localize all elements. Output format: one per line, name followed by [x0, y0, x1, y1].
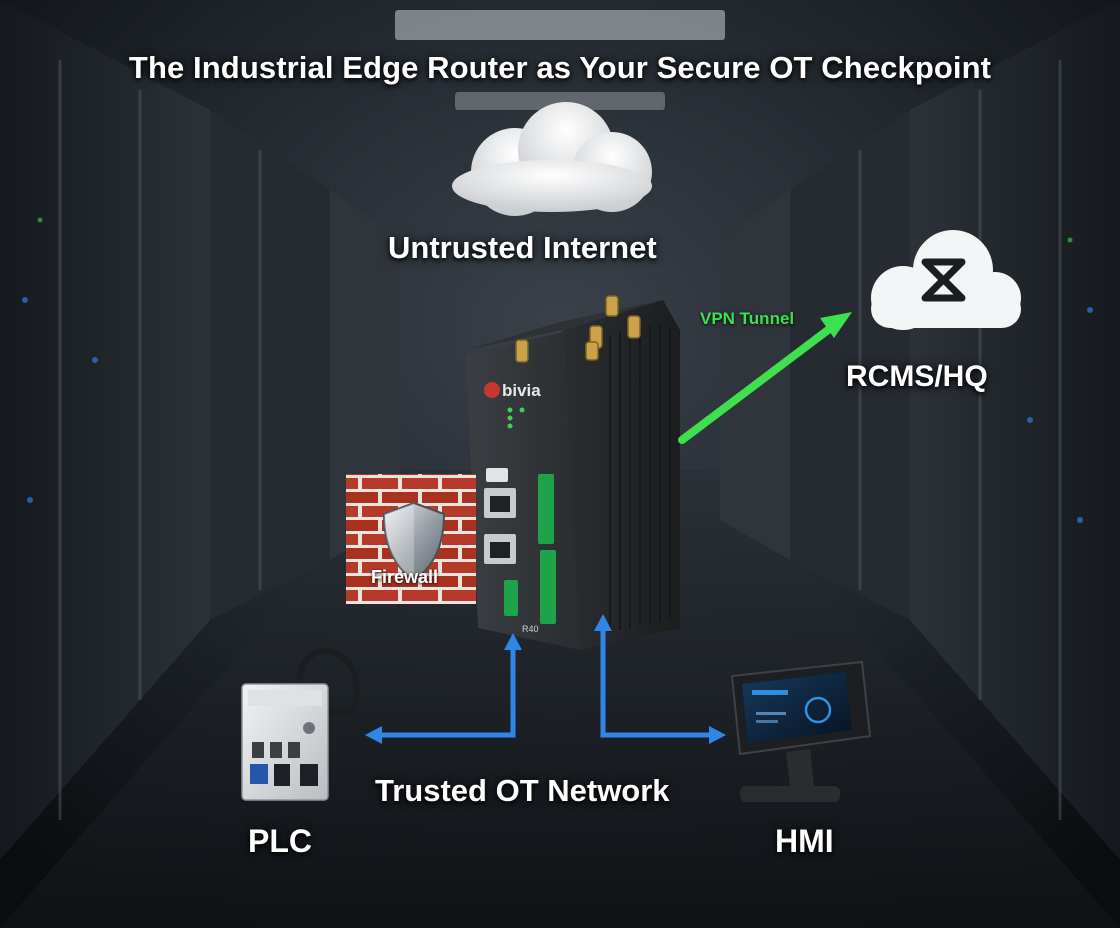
terminal-block-3 — [504, 580, 518, 616]
terminal-block-2 — [540, 550, 556, 624]
antenna-connectors — [515, 295, 641, 363]
hmi-label: HMI — [775, 823, 834, 859]
firewall-icon — [346, 474, 476, 604]
hq-label: RCMS/HQ — [846, 360, 988, 393]
hmi-device-icon — [730, 660, 872, 802]
page-title: The Industrial Edge Router as Your Secur… — [128, 50, 992, 85]
router-arrowhead-right — [594, 614, 612, 631]
vpn-tunnel-label: VPN Tunnel — [700, 309, 795, 328]
internet-label: Untrusted Internet — [388, 230, 657, 265]
hq-cloud-icon — [871, 230, 1021, 330]
ot-link-hmi-arrow — [600, 626, 712, 738]
router-arrowhead-left — [504, 633, 522, 650]
usb-port — [486, 468, 508, 482]
terminal-block-1 — [538, 474, 554, 544]
status-leds — [507, 407, 525, 429]
plc-device-icon — [241, 648, 361, 801]
firewall-label: Firewall — [371, 567, 439, 587]
vpn-tunnel-arrow — [678, 312, 852, 444]
hmi-arrowhead — [709, 726, 726, 744]
ot-link-plc-arrow — [378, 644, 516, 738]
ot-network-label: Trusted OT Network — [375, 773, 670, 808]
plc-arrowhead — [365, 726, 382, 744]
internet-cloud-icon — [452, 102, 652, 216]
edge-router-device — [466, 295, 680, 650]
plc-label: PLC — [248, 823, 312, 859]
